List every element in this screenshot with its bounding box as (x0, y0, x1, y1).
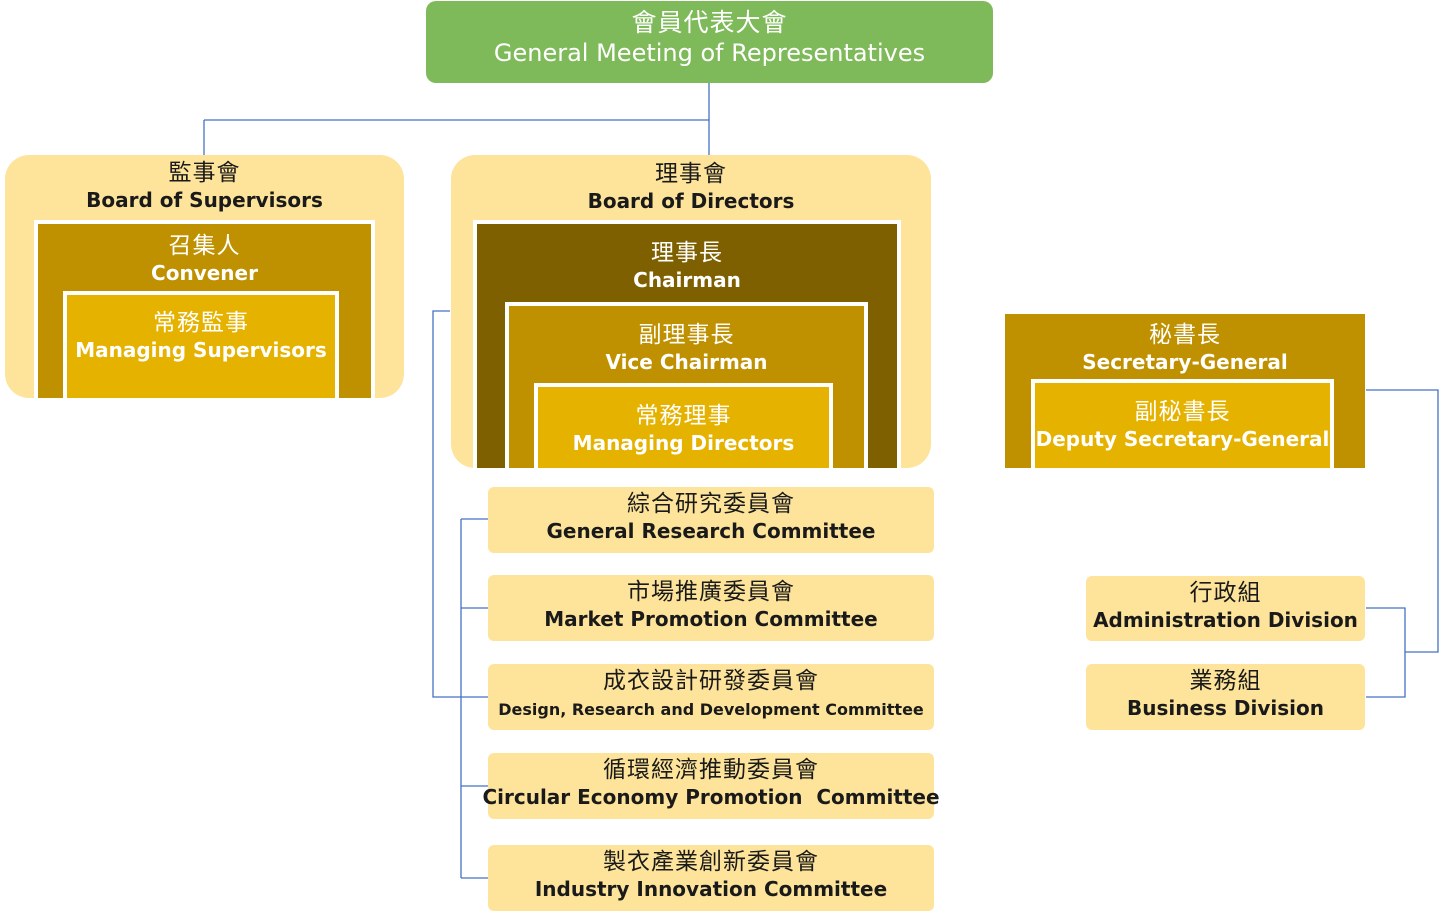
managing-directors-zh: 常務理事 (635, 403, 732, 429)
committee-en: Circular Economy Promotion Committee (482, 785, 940, 809)
directors-zh: 理事會 (655, 161, 727, 187)
committee-zh: 綜合研究委員會 (627, 491, 795, 517)
general-meeting-en: General Meeting of Representatives (493, 39, 926, 67)
committee-general-research: 綜合研究委員會 General Research Committee (488, 487, 934, 553)
secretary-general-zh: 秘書長 (1149, 322, 1221, 348)
managing-directors-box: 常務理事 Managing Directors (534, 383, 833, 468)
division-en: Administration Division (1093, 608, 1358, 632)
committee-zh: 成衣設計研發委員會 (603, 668, 819, 694)
committee-en: Design, Research and Development Committ… (498, 700, 924, 719)
general-meeting-zh: 會員代表大會 (631, 8, 788, 37)
vice-chairman-zh: 副理事長 (638, 322, 735, 348)
division-zh: 行政組 (1189, 580, 1262, 606)
committee-market-promotion: 市場推廣委員會 Market Promotion Committee (488, 575, 934, 641)
managing-supervisors-en: Managing Supervisors (75, 338, 327, 362)
convener-en: Convener (151, 261, 258, 285)
managing-supervisors-zh: 常務監事 (153, 310, 249, 336)
managing-directors-en: Managing Directors (572, 431, 795, 455)
administration-division: 行政組 Administration Division (1086, 576, 1365, 641)
managing-supervisors-box: 常務監事 Managing Supervisors (63, 291, 339, 398)
chairman-zh: 理事長 (651, 240, 723, 266)
committee-zh: 製衣產業創新委員會 (603, 849, 819, 875)
committee-industry-innovation: 製衣產業創新委員會 Industry Innovation Committee (488, 845, 934, 911)
committee-en: Industry Innovation Committee (534, 877, 888, 901)
chairman-en: Chairman (633, 268, 741, 292)
committee-en: General Research Committee (546, 519, 876, 543)
deputy-secretary-general-zh: 副秘書長 (1134, 399, 1231, 425)
deputy-secretary-general-en: Deputy Secretary-General (1035, 427, 1330, 451)
directors-en: Board of Directors (587, 189, 795, 213)
secretary-general-en: Secretary-General (1082, 350, 1288, 374)
committee-en: Market Promotion Committee (544, 607, 878, 631)
division-zh: 業務組 (1189, 668, 1262, 694)
connector-division-bracket (1366, 607, 1406, 698)
committee-zh: 市場推廣委員會 (627, 579, 795, 605)
supervisors-zh: 監事會 (168, 160, 241, 186)
committee-circular-economy: 循環經濟推動委員會 Circular Economy Promotion Com… (482, 753, 940, 819)
vice-chairman-en: Vice Chairman (605, 350, 768, 374)
connector-boards-bar (204, 119, 710, 155)
convener-zh: 召集人 (168, 233, 241, 259)
committee-zh: 循環經濟推動委員會 (603, 757, 819, 783)
connector-secretariat (1366, 389, 1439, 653)
deputy-secretary-general-box: 副秘書長 Deputy Secretary-General (1031, 379, 1334, 468)
business-division: 業務組 Business Division (1086, 664, 1365, 730)
supervisors-en: Board of Supervisors (86, 188, 323, 212)
division-en: Business Division (1127, 696, 1324, 720)
committee-design-research-development: 成衣設計研發委員會 Design, Research and Developme… (488, 664, 934, 730)
general-meeting-box: 會員代表大會 General Meeting of Representative… (426, 1, 993, 83)
